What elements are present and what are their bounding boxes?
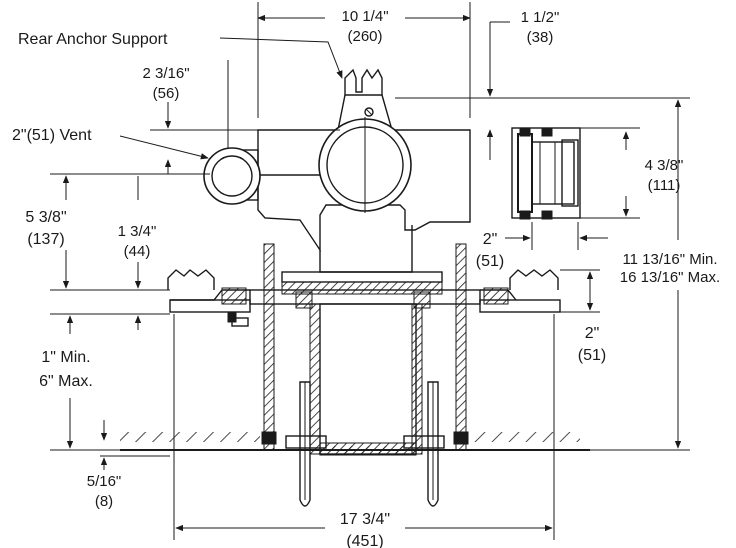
main-outlet-fitting <box>318 117 412 213</box>
side-fitting <box>511 127 581 220</box>
left-height-metric: (137) <box>27 231 64 248</box>
top-width-metric: (260) <box>347 28 382 45</box>
overall-height-min: 11 13/16" Min. <box>622 251 717 268</box>
flange-drop-imperial: 1 3/4" <box>118 223 157 240</box>
flange-drop-metric: (44) <box>124 243 151 260</box>
top-width-imperial: 10 1/4" <box>341 8 388 25</box>
side-fitting-height-imperial: 4 3/8" <box>645 157 684 174</box>
overall-height-max: 16 13/16" Max. <box>620 269 720 286</box>
rear-anchor-support-label: Rear Anchor Support <box>18 31 168 48</box>
vent-fitting <box>203 147 261 205</box>
side-gap-metric: (51) <box>476 253 504 270</box>
vent-offset-metric: (56) <box>153 85 180 102</box>
side-fitting-height-metric: (111) <box>648 177 681 194</box>
floor-gap-imperial: 5/16" <box>87 473 122 490</box>
side-gap-imperial: 2" <box>483 231 498 248</box>
drain-pipe <box>309 303 423 456</box>
overall-width-imperial: 17 3/4" <box>340 511 390 528</box>
left-height-imperial: 5 3/8" <box>25 209 66 226</box>
overall-width-metric: (451) <box>346 533 383 548</box>
adjust-max: 6" Max. <box>39 373 93 390</box>
studs <box>261 243 469 451</box>
vent-label: 2"(51) Vent <box>12 127 92 144</box>
right-flange-imperial: 2" <box>585 325 600 342</box>
anchor-bolts <box>299 381 439 507</box>
adjust-min: 1" Min. <box>41 349 90 366</box>
right-flange-metric: (51) <box>578 347 606 364</box>
top-right-offset-imperial: 1 1/2" <box>521 9 560 26</box>
dim-lines <box>50 2 690 540</box>
top-right-offset-metric: (38) <box>527 29 554 46</box>
vent-offset-imperial: 2 3/16" <box>142 65 189 82</box>
floor-gap-metric: (8) <box>95 493 113 510</box>
floor-line <box>120 432 590 454</box>
floor-flange <box>167 269 561 327</box>
